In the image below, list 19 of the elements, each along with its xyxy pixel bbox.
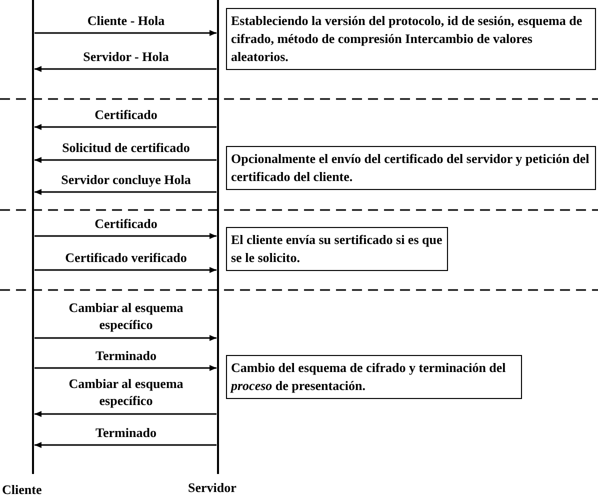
lifeline bbox=[32, 0, 34, 474]
message-arrow bbox=[34, 233, 216, 239]
lifeline-label: Cliente bbox=[2, 482, 42, 498]
note-box: Estableciendo la versión del protocolo, id de sesión, esquema de cifrado, método de compresión Intercambio de valores aleatorios. bbox=[226, 8, 596, 70]
message-arrow bbox=[34, 189, 216, 195]
message-arrow bbox=[34, 365, 216, 371]
note-box: Opcionalmente el envío del certificado del servidor y petición del certificado del cliente. bbox=[226, 146, 596, 190]
message-arrow bbox=[34, 335, 216, 341]
message-arrow bbox=[34, 442, 216, 448]
message-arrow bbox=[34, 66, 216, 72]
message-arrow bbox=[34, 157, 216, 163]
message-arrow bbox=[34, 124, 216, 130]
message-arrow bbox=[34, 411, 216, 417]
lifeline bbox=[217, 0, 219, 474]
lifeline-label: Servidor bbox=[188, 480, 236, 496]
message-arrow bbox=[34, 30, 216, 36]
message-arrow bbox=[34, 267, 216, 273]
note-box: El cliente envía su sertificado si es que se le solicito. bbox=[226, 227, 448, 271]
note-box: Cambio del esquema de cifrado y terminación del proceso de presentación. bbox=[226, 355, 522, 399]
